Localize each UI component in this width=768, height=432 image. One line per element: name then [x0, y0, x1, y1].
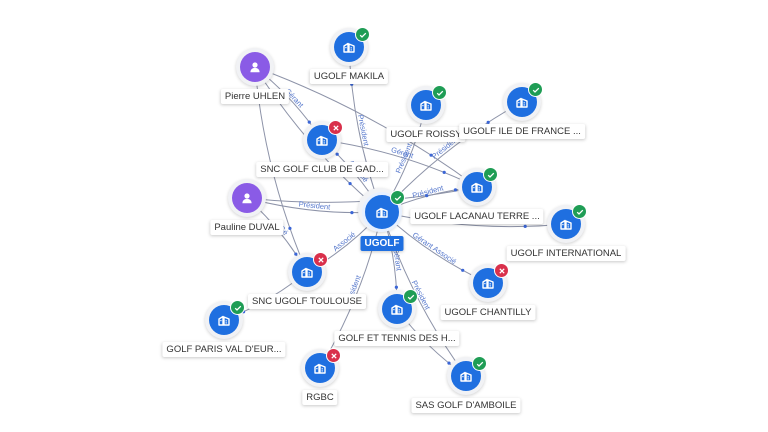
building-icon [315, 133, 329, 147]
building-icon [375, 205, 389, 219]
company-node[interactable] [288, 252, 328, 291]
building-icon [481, 276, 495, 290]
node-circle [240, 52, 270, 82]
node-circle [473, 268, 503, 298]
node-label[interactable]: UGOLF ROISSY [386, 127, 466, 142]
building-icon [300, 265, 314, 279]
node-label[interactable]: UGOLF INTERNATIONAL [506, 246, 626, 261]
company-node[interactable] [301, 348, 341, 387]
company-node[interactable] [458, 167, 498, 206]
edge-arrow-marker [394, 285, 398, 289]
edge-arrow-marker [307, 120, 311, 124]
node-label[interactable]: UGOLF MAKILA [309, 69, 389, 84]
building-icon [419, 98, 433, 112]
building-icon [459, 369, 473, 383]
node-label[interactable]: Pauline DUVAL [210, 220, 284, 235]
node-label[interactable]: SNC GOLF CLUB DE GAD... [256, 162, 388, 177]
status-active-icon [390, 190, 405, 205]
node-label[interactable]: SNC UGOLF TOULOUSE [248, 294, 366, 309]
node-label[interactable]: GOLF ET TENNIS DES H... [334, 331, 460, 346]
status-closed-icon [326, 348, 341, 363]
edge-arrow-marker [348, 181, 352, 186]
person-node[interactable] [228, 179, 266, 217]
edge-arrow-marker [461, 268, 465, 272]
company-node[interactable] [303, 120, 343, 159]
node-label[interactable]: RGBC [302, 390, 338, 405]
status-active-icon [355, 27, 370, 42]
status-active-icon [528, 82, 543, 97]
company-node[interactable] [469, 263, 509, 302]
central-company-node[interactable] [358, 188, 405, 232]
company-node[interactable] [547, 204, 587, 243]
building-icon [217, 313, 231, 327]
node-circle [451, 361, 481, 391]
node-label[interactable]: UGOLF ILE DE FRANCE ... [459, 124, 585, 139]
company-node[interactable] [378, 289, 418, 328]
company-node[interactable] [205, 300, 245, 339]
company-node[interactable] [503, 82, 543, 121]
building-icon [515, 95, 529, 109]
relationship-edge [254, 66, 478, 188]
building-icon [313, 361, 327, 375]
company-node[interactable] [330, 27, 370, 66]
status-active-icon [572, 204, 587, 219]
node-label[interactable]: Pierre UHLEN [220, 89, 290, 104]
status-active-icon [483, 167, 498, 182]
edge-arrow-marker [453, 188, 458, 192]
company-node[interactable] [407, 85, 447, 124]
person-node[interactable] [236, 48, 274, 86]
company-node[interactable] [447, 356, 487, 395]
node-circle [232, 183, 262, 213]
edge-arrow-marker [350, 211, 354, 215]
status-active-icon [403, 289, 418, 304]
status-active-icon [432, 85, 447, 100]
status-closed-icon [313, 252, 328, 267]
building-icon [390, 302, 404, 316]
node-label[interactable]: UGOLF LACANAU TERRE ... [410, 209, 544, 224]
status-closed-icon [494, 263, 509, 278]
person-icon [240, 191, 254, 205]
status-active-icon [230, 300, 245, 315]
node-label[interactable]: SAS GOLF D'AMBOILE [411, 398, 521, 413]
node-label[interactable]: GOLF PARIS VAL D'EUR... [162, 342, 286, 357]
relationship-edge [381, 211, 567, 228]
node-label[interactable]: UGOLF CHANTILLY [440, 305, 536, 320]
building-icon [342, 40, 356, 54]
edge-arrow-marker [425, 193, 429, 198]
edge-arrow-marker [442, 170, 446, 175]
edge-arrow-marker [288, 226, 292, 230]
edge-arrow-marker [429, 153, 433, 157]
building-icon [470, 180, 484, 194]
edge-arrow-marker [486, 120, 490, 124]
edge-arrow-marker [523, 224, 527, 229]
central-node-label[interactable]: UGOLF [360, 236, 404, 251]
status-closed-icon [328, 120, 343, 135]
person-icon [248, 60, 262, 74]
edge-arrow-marker [335, 152, 339, 156]
building-icon [559, 217, 573, 231]
status-active-icon [472, 356, 487, 371]
